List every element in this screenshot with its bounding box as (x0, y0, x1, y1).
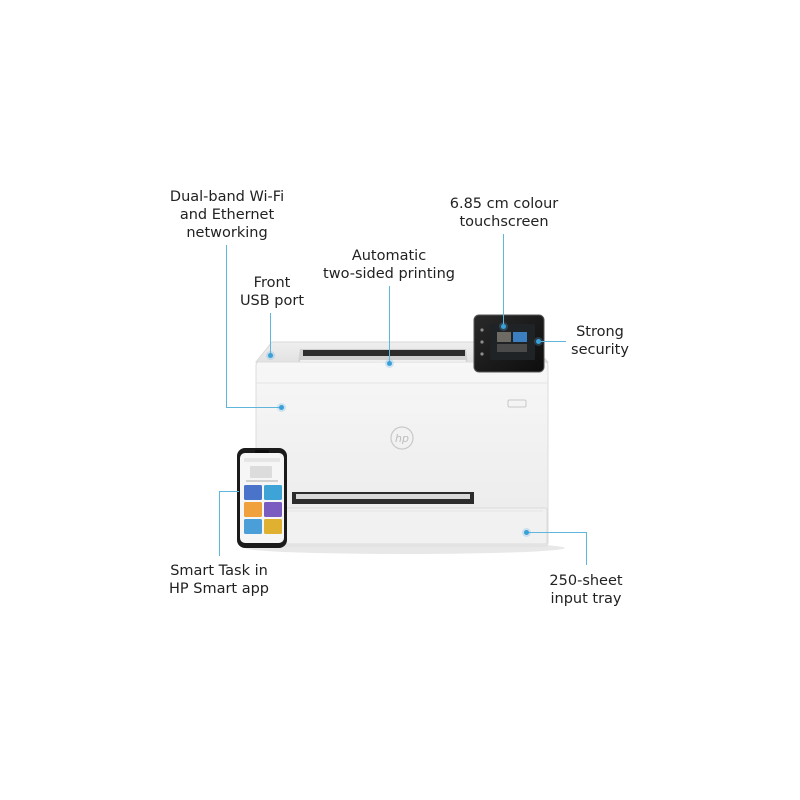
app-tile (244, 519, 262, 534)
leader-security-horizontal (538, 341, 566, 342)
cartridge-door (507, 399, 527, 408)
anchor-dot-usb (268, 353, 273, 358)
callout-touchscreen: 6.85 cm colour touchscreen (449, 196, 559, 230)
app-tile (244, 502, 262, 517)
hp-logo: hp (390, 426, 414, 450)
leader-wifi-vertical (226, 245, 227, 408)
callout-usb: Front USB port (239, 275, 305, 309)
anchor-dot-wifi (279, 405, 284, 410)
callout-smart-task: Smart Task in HP Smart app (168, 563, 270, 597)
app-tile (264, 485, 282, 500)
leader-smart-task-horizontal (219, 491, 239, 492)
leader-touchscreen-vertical (503, 234, 504, 326)
leader-duplex-vertical (389, 286, 390, 364)
anchor-dot-tray (524, 530, 529, 535)
svg-text:hp: hp (395, 432, 409, 445)
leader-usb-vertical (270, 313, 271, 355)
app-tile (264, 502, 282, 517)
leader-smart-task-vertical (219, 491, 220, 556)
anchor-dot-duplex (387, 361, 392, 366)
leader-tray-vertical (586, 532, 587, 565)
touchscreen-panel (473, 314, 545, 373)
leader-tray-horizontal (526, 532, 587, 533)
callout-tray: 250-sheet input tray (549, 573, 623, 607)
callout-duplex: Automatic two-sided printing (323, 248, 455, 282)
anchor-dot-security (536, 339, 541, 344)
leader-wifi-horizontal (226, 407, 282, 408)
app-tile (264, 519, 282, 534)
input-tray (257, 507, 548, 545)
output-slot (303, 350, 465, 356)
app-tile (244, 485, 262, 500)
callout-wifi: Dual-band Wi-Fi and Ethernet networking (169, 189, 285, 241)
hp-smart-app-tiles (243, 485, 283, 537)
anchor-dot-touchscreen (501, 324, 506, 329)
callout-security: Strong security (571, 324, 629, 358)
